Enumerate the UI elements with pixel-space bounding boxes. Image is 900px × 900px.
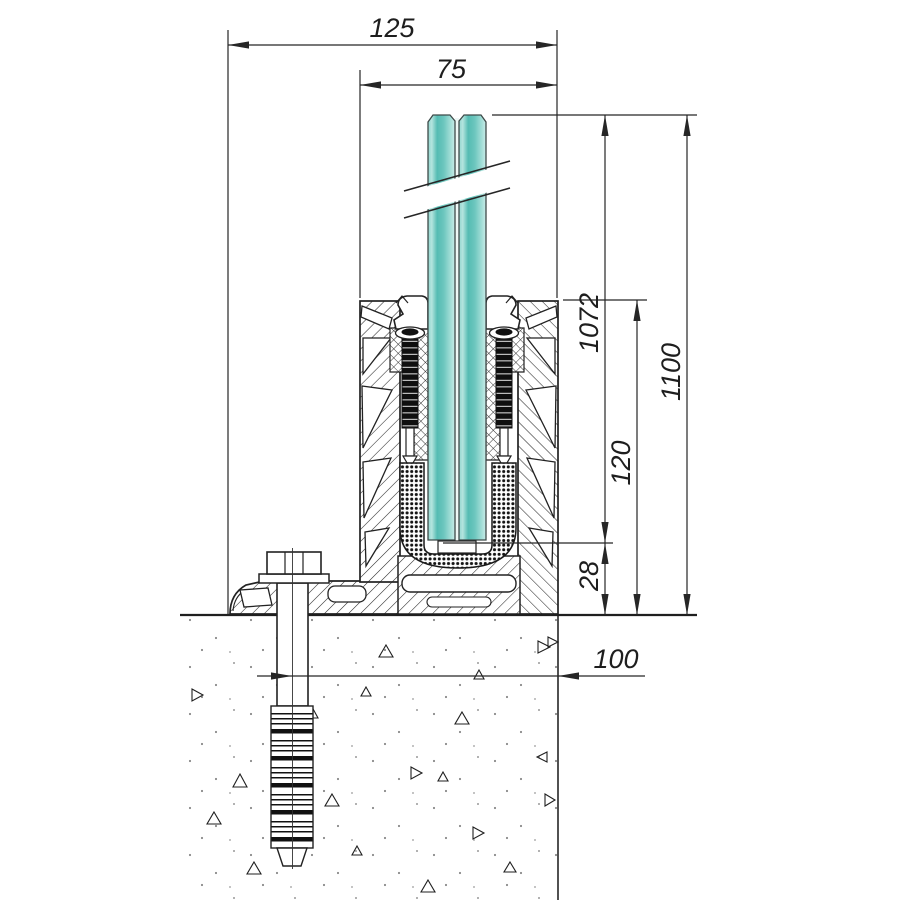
anchor-bolt — [258, 548, 330, 869]
arrowhead-up — [601, 543, 609, 564]
bolt-tip — [276, 847, 308, 867]
left-top-notch — [395, 295, 409, 304]
right-top-notch — [505, 295, 519, 304]
arrowhead-right — [536, 41, 557, 49]
dimension-label: 125 — [369, 13, 415, 43]
screw-foot — [495, 455, 513, 470]
foot-slot — [327, 585, 367, 603]
dimension-label: 100 — [593, 644, 638, 674]
dimension-total-height: 1100 — [656, 115, 691, 615]
arrowhead-down — [683, 594, 691, 615]
dimension-base-height: 28 — [574, 543, 609, 615]
dimension-channel-width: 75 — [359, 54, 557, 298]
break-line-lower — [403, 187, 511, 219]
dimension-edge-distance: 100 — [257, 644, 645, 680]
screw-stem — [405, 427, 415, 457]
break-mask — [404, 163, 510, 216]
arrowhead-down — [601, 594, 609, 615]
screw-foot — [401, 455, 419, 470]
screw-head — [495, 328, 513, 336]
left-wall-voids — [360, 305, 393, 569]
screw-body — [495, 335, 513, 429]
screw-head — [401, 328, 419, 336]
dimension-label: 28 — [574, 561, 604, 592]
left-adjust-screw — [394, 326, 426, 470]
dimension-label: 1072 — [574, 293, 604, 353]
dimension-glass-height: 1072 — [574, 115, 609, 543]
bolt-washer — [258, 573, 330, 584]
right-top-cap — [485, 295, 521, 330]
dimensions: 125 75 1072 1100 120 — [227, 13, 697, 680]
arrowhead-right — [271, 672, 292, 680]
arrowhead-down — [601, 522, 609, 543]
screw-body — [401, 335, 419, 429]
glass-setting-pad — [437, 540, 477, 554]
dimension-label: 1100 — [656, 343, 686, 401]
arrowhead-up — [633, 300, 641, 321]
arrowhead-right — [536, 81, 557, 89]
bolt-hex-head — [266, 551, 322, 575]
base-channel-profile — [229, 295, 559, 615]
dimension-label: 120 — [606, 440, 636, 485]
glass-interlayer — [455, 118, 459, 540]
screw-stem — [499, 427, 509, 457]
arrowhead-left — [228, 41, 249, 49]
concrete-stipple — [180, 618, 558, 900]
dimension-profile-height: 120 — [606, 300, 641, 615]
arrowhead-up — [601, 115, 609, 136]
break-line-upper — [403, 160, 511, 192]
glass-pane-left — [427, 114, 456, 541]
right-adjust-screw — [488, 326, 520, 470]
bolt-thread — [270, 705, 314, 849]
concrete-slab — [180, 615, 560, 900]
bottom-slot — [401, 574, 517, 593]
rubber-setting-block — [399, 462, 517, 569]
glass-pane-right — [458, 114, 487, 541]
arrowhead-up — [683, 115, 691, 136]
dimension-overall-width: 125 — [227, 13, 558, 614]
glass-panel — [403, 114, 511, 554]
foot-void — [239, 587, 273, 608]
arrowhead-down — [633, 594, 641, 615]
bottom-slot-small — [426, 596, 492, 608]
arrowhead-left — [360, 81, 381, 89]
dimension-label: 75 — [436, 54, 467, 84]
arrowhead-left — [558, 672, 579, 680]
right-wall-voids — [525, 305, 558, 569]
